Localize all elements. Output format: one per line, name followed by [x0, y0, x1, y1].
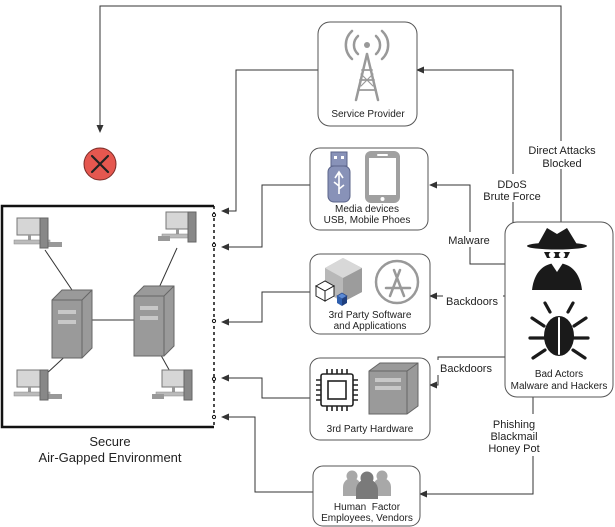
- workstation-icon: [13, 217, 62, 249]
- server-icon: [51, 289, 93, 359]
- bad-actors-line2: Malware and Hackers: [511, 381, 608, 392]
- human-factor-line2: Employees, Vendors: [321, 513, 413, 524]
- workstation-icon: [152, 369, 193, 401]
- chip-icon: [316, 369, 358, 411]
- bad-actors-box: Bad Actors Malware and Hackers: [504, 221, 614, 398]
- blocked-x-icon: [83, 147, 117, 181]
- ddos-label-line2: Brute Force: [483, 191, 540, 203]
- ddos-label-line1: DDoS: [497, 179, 526, 191]
- human-factor-line1: Human Factor: [334, 502, 401, 513]
- phishing-label-line3: Honey Pot: [488, 443, 539, 455]
- bad-actors-line1: Bad Actors: [535, 369, 583, 380]
- media-devices-line1: Media devices: [335, 204, 399, 215]
- malware-label: Malware: [448, 235, 490, 247]
- air-gapped-environment: Secure Air-Gapped Environment: [0, 204, 217, 465]
- mobile-phone-icon: [365, 151, 400, 203]
- environment-title-line1: Secure: [89, 434, 130, 449]
- backdoors-software-label: Backdoors: [446, 296, 498, 308]
- service-provider-box: Service Provider: [317, 21, 418, 127]
- backdoors-hardware-label: Backdoors: [440, 363, 492, 375]
- phishing-label-line2: Blackmail: [490, 431, 537, 443]
- connector-malware: [429, 181, 505, 265]
- environment-border: [0, 204, 214, 429]
- workstation-icon: [158, 211, 197, 243]
- connector-media-to-env: [221, 184, 310, 251]
- app-store-icon: [374, 259, 420, 305]
- boundary-ports: [211, 212, 217, 420]
- connector-human-to-env: [221, 413, 313, 493]
- edge-labels: Direct Attacks Blocked DDoS Brute Force …: [437, 141, 602, 456]
- server-tower-icon: [368, 362, 419, 415]
- media-devices-box: Media devices USB, Mobile Phoes: [309, 147, 429, 231]
- server-icon: [133, 285, 175, 357]
- direct-attacks-label-line2: Blocked: [542, 158, 581, 170]
- workstation-icon: [13, 369, 62, 401]
- third-party-hardware-label: 3rd Party Hardware: [327, 424, 414, 435]
- environment-title-line2: Air-Gapped Environment: [38, 450, 181, 465]
- human-factor-box: Human Factor Employees, Vendors: [312, 465, 421, 527]
- service-provider-label: Service Provider: [331, 109, 405, 120]
- third-party-software-line2: and Applications: [334, 321, 407, 332]
- third-party-software-line1: 3rd Party Software: [329, 310, 412, 321]
- bug-icon: [528, 301, 590, 360]
- connector-direct-attacks: [96, 5, 562, 222]
- connector-software-to-env: [221, 291, 310, 326]
- connector-ddos: [416, 66, 514, 236]
- connector-service-to-env: [221, 69, 318, 215]
- phishing-label-line1: Phishing: [493, 419, 535, 431]
- third-party-hardware-box: 3rd Party Hardware: [309, 357, 431, 441]
- media-devices-line2: USB, Mobile Phoes: [324, 215, 411, 226]
- software-box-icon: [314, 258, 362, 306]
- radio-tower-icon: [344, 29, 390, 102]
- direct-attacks-label-line1: Direct Attacks: [528, 145, 596, 157]
- people-group-icon: [343, 470, 391, 499]
- third-party-software-box: 3rd Party Software and Applications: [309, 253, 431, 335]
- usb-drive-icon: [327, 151, 351, 203]
- hacker-spy-icon: [527, 228, 587, 290]
- connector-hardware-to-env: [221, 374, 310, 399]
